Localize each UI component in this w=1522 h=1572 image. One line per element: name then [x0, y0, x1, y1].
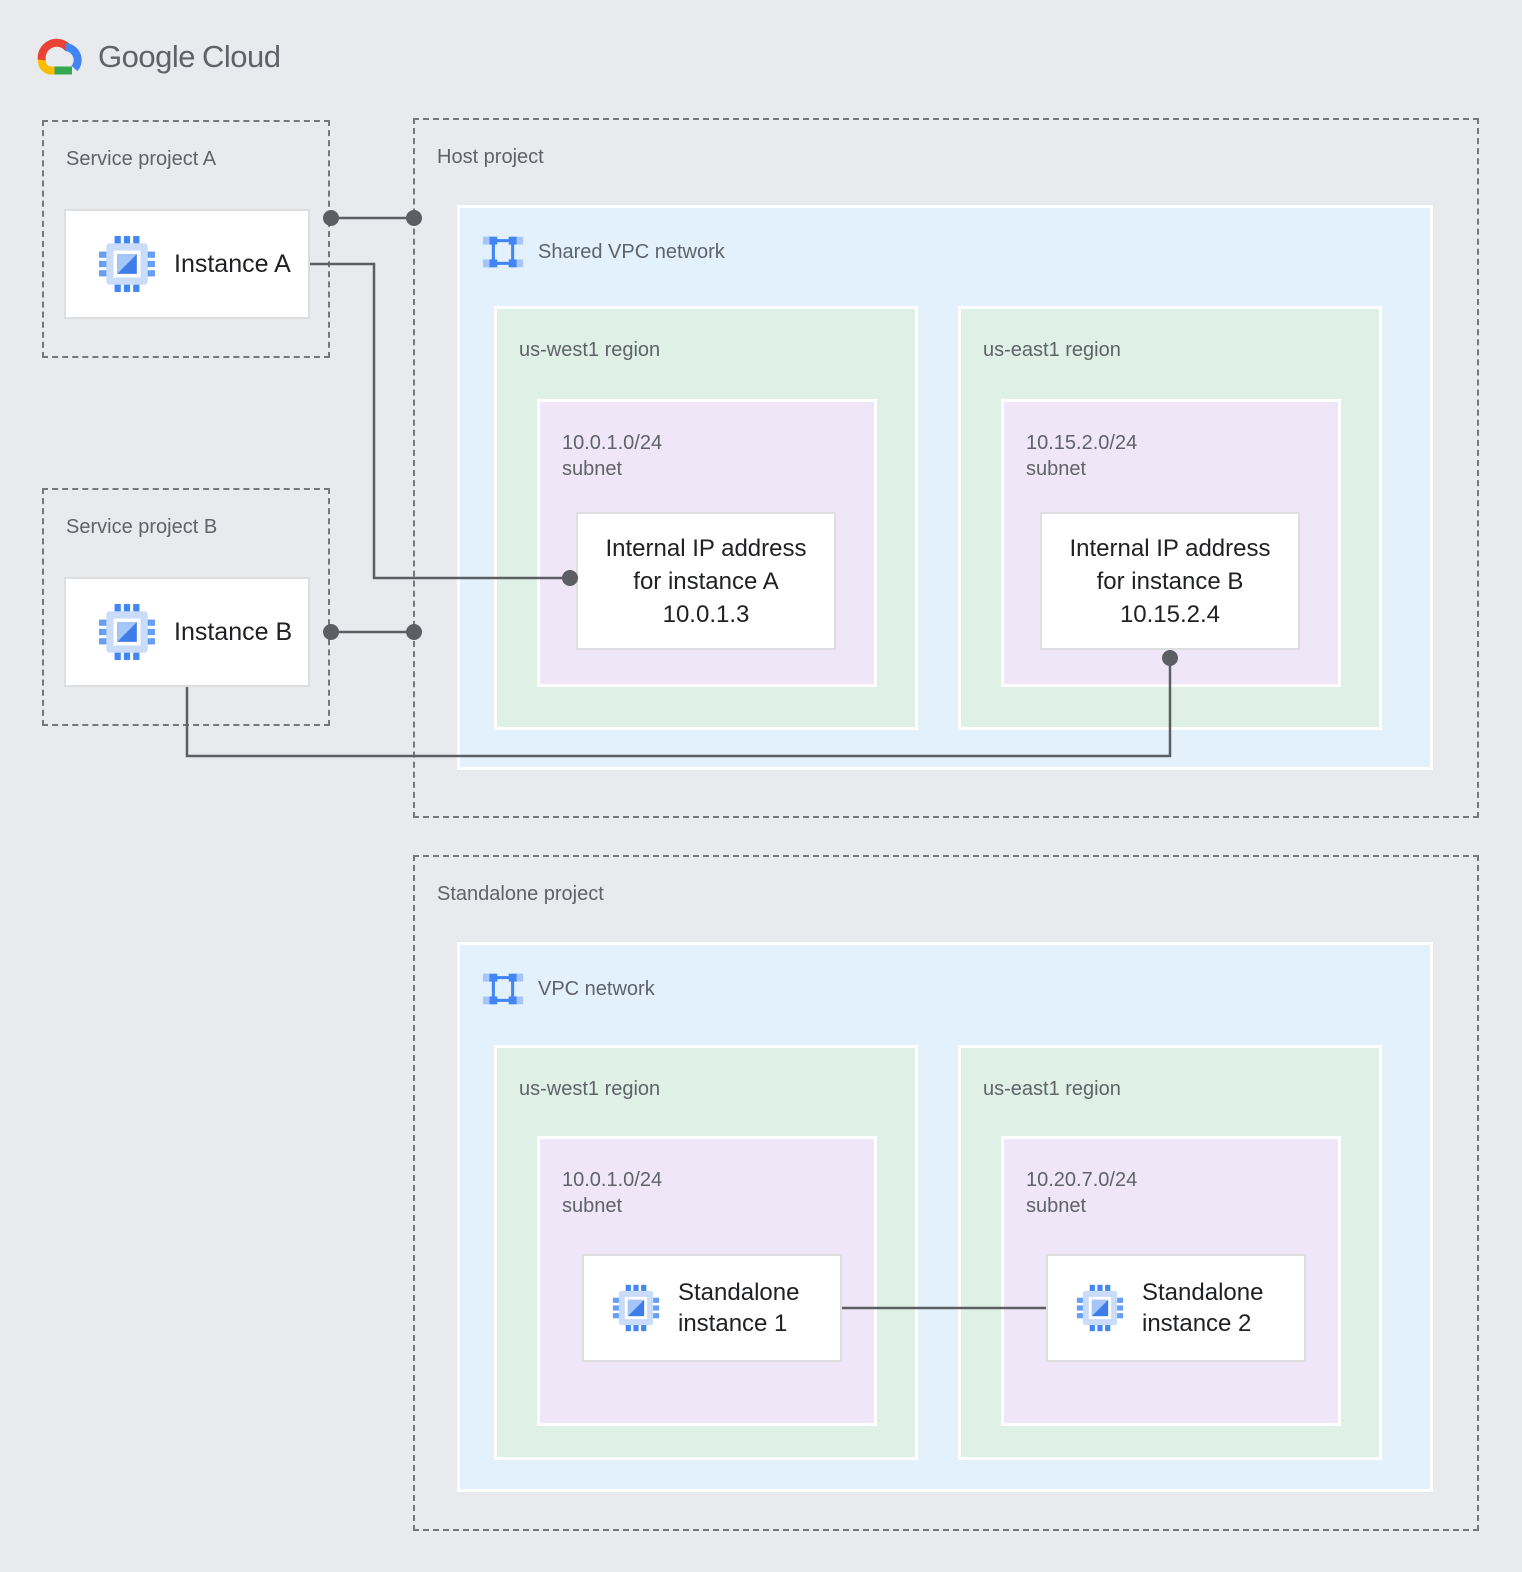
- host-region-us-west1: us-west1 region 10.0.1.0/24 subnet Inter…: [494, 306, 918, 730]
- vpc-network-icon: [482, 971, 524, 1007]
- host-subnet-us-east1-label: 10.15.2.0/24 subnet: [1026, 430, 1137, 482]
- subnet-word: subnet: [562, 458, 623, 480]
- host-subnet-us-west1: 10.0.1.0/24 subnet Internal IP address f…: [537, 399, 877, 687]
- internal-ip-a-card: Internal IP address for instance A 10.0.…: [576, 512, 836, 650]
- compute-engine-icon: [1076, 1284, 1124, 1332]
- service-project-a-box: Service project A Instance A: [42, 120, 330, 358]
- shared-vpc-network-box: Shared VPC network us-west1 region 10.0.…: [457, 205, 1433, 770]
- standalone-region-us-west1-label: us-west1 region: [519, 1078, 661, 1100]
- service-project-a-label: Service project A: [66, 148, 217, 170]
- standalone-region-us-east1-label: us-east1 region: [983, 1078, 1121, 1100]
- internal-ip-a-text: Internal IP address for instance A 10.0.…: [605, 534, 807, 628]
- standalone-subnet-us-west1-label: 10.0.1.0/24 subnet: [562, 1167, 662, 1219]
- subnet-cidr: 10.20.7.0/24: [1026, 1169, 1138, 1191]
- service-project-b-label: Service project B: [66, 516, 218, 538]
- internal-ip-b-text: Internal IP address for instance B 10.15…: [1069, 534, 1271, 628]
- standalone-subnet-us-east1: 10.20.7.0/24 subnet Standalone instance …: [1001, 1136, 1341, 1426]
- standalone-subnet-us-east1-label: 10.20.7.0/24 subnet: [1026, 1167, 1137, 1219]
- standalone-subnet-us-west1: 10.0.1.0/24 subnet Standalone instance 1: [537, 1136, 877, 1426]
- standalone-region-us-east1: us-east1 region 10.20.7.0/24 subnet Stan…: [958, 1045, 1382, 1460]
- logo-google: Google: [98, 39, 195, 74]
- service-project-b-box: Service project B Instance B: [42, 488, 330, 726]
- standalone-instance-1-label: Standalone instance 1: [678, 1279, 800, 1337]
- internal-ip-b-card: Internal IP address for instance B 10.15…: [1040, 512, 1300, 650]
- host-region-us-west1-label: us-west1 region: [519, 339, 661, 361]
- host-project-label: Host project: [437, 146, 544, 168]
- subnet-word: subnet: [1026, 1195, 1087, 1217]
- google-cloud-icon: [30, 34, 86, 80]
- instance-b-card: Instance B: [64, 577, 310, 687]
- standalone-region-us-west1: us-west1 region 10.0.1.0/24 subnet Stand…: [494, 1045, 918, 1460]
- vpc-network-box: VPC network us-west1 region 10.0.1.0/24 …: [457, 942, 1433, 1492]
- standalone-project-label: Standalone project: [437, 883, 604, 905]
- standalone-project-box: Standalone project VPC network us-west1 …: [413, 855, 1479, 1531]
- vpc-network-label: VPC network: [538, 977, 655, 1000]
- logo-cloud: Cloud: [201, 39, 281, 74]
- subnet-cidr: 10.15.2.0/24: [1026, 432, 1138, 454]
- host-subnet-us-east1: 10.15.2.0/24 subnet Internal IP address …: [1001, 399, 1341, 687]
- vpc-network-icon: [482, 234, 524, 270]
- compute-engine-icon: [98, 235, 156, 293]
- subnet-cidr: 10.0.1.0/24: [562, 432, 663, 454]
- host-project-box: Host project Shared VPC network us-west1…: [413, 118, 1479, 818]
- instance-a-label: Instance A: [174, 249, 291, 278]
- vpc-network-header: VPC network: [482, 971, 655, 1007]
- subnet-word: subnet: [562, 1195, 623, 1217]
- subnet-cidr: 10.0.1.0/24: [562, 1169, 663, 1191]
- host-region-us-east1-label: us-east1 region: [983, 339, 1121, 361]
- shared-vpc-label: Shared VPC network: [538, 240, 725, 263]
- compute-engine-icon: [98, 603, 156, 661]
- host-subnet-us-west1-label: 10.0.1.0/24 subnet: [562, 430, 662, 482]
- subnet-word: subnet: [1026, 458, 1087, 480]
- instance-a-card: Instance A: [64, 209, 310, 319]
- standalone-instance-2-label: Standalone instance 2: [1142, 1279, 1264, 1337]
- instance-b-label: Instance B: [174, 617, 293, 646]
- shared-vpc-header: Shared VPC network: [482, 234, 725, 270]
- host-region-us-east1: us-east1 region 10.15.2.0/24 subnet Inte…: [958, 306, 1382, 730]
- standalone-instance-1-card: Standalone instance 1: [582, 1254, 842, 1362]
- compute-engine-icon: [612, 1284, 660, 1332]
- standalone-instance-2-card: Standalone instance 2: [1046, 1254, 1306, 1362]
